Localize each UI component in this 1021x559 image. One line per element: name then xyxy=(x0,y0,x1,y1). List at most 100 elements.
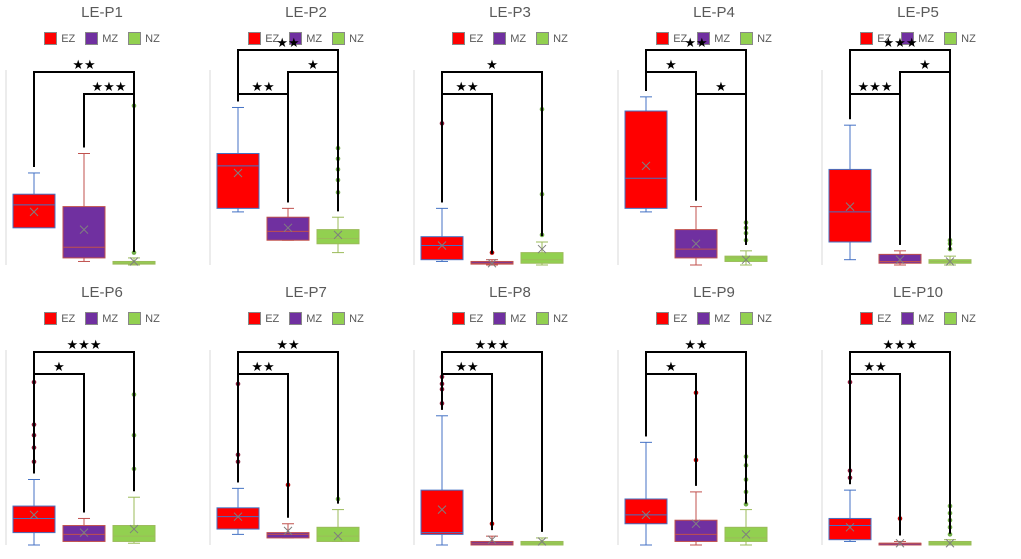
legend-label: EZ xyxy=(877,312,892,325)
significance-bracket xyxy=(237,351,339,504)
legend-swatch xyxy=(493,32,507,45)
mean-marker xyxy=(487,258,497,268)
legend-swatch xyxy=(944,312,958,325)
mean-marker xyxy=(437,505,447,514)
box-ez xyxy=(216,507,260,530)
significance-stars: ★★ xyxy=(455,80,478,95)
box-nz xyxy=(112,525,156,542)
box-plot: ★★★★ xyxy=(617,36,768,266)
legend-item: EZ xyxy=(44,32,75,45)
legend-item: MZ xyxy=(697,32,730,45)
mean-marker xyxy=(691,519,701,529)
box-plot: ★★★★ xyxy=(5,338,156,546)
legend-label: MZ xyxy=(510,312,527,325)
box-plot: ★★★ xyxy=(617,338,768,546)
legend-item: EZ xyxy=(860,32,891,45)
chart-legend: EZ MZ NZ xyxy=(0,312,204,325)
significance-bracket xyxy=(33,373,85,513)
mean-marker xyxy=(945,257,955,266)
box-ez xyxy=(828,168,872,243)
legend-label: NZ xyxy=(961,312,976,325)
legend-swatch xyxy=(452,312,466,325)
chart-title: LE-P1 xyxy=(81,4,123,21)
mean-marker xyxy=(641,510,651,520)
legend-item: EZ xyxy=(656,312,687,325)
significance-stars: ★★★ xyxy=(883,338,918,353)
mean-marker xyxy=(283,526,293,536)
legend-swatch xyxy=(44,312,58,325)
legend-label: EZ xyxy=(469,312,484,325)
legend-label: NZ xyxy=(553,312,568,325)
legend-item: EZ xyxy=(656,32,687,45)
mean-marker xyxy=(233,168,243,178)
mean-marker xyxy=(79,528,89,537)
significance-stars: ★★ xyxy=(684,338,707,353)
legend-label: NZ xyxy=(145,312,160,325)
chart-title: LE-P9 xyxy=(693,284,735,301)
legend-swatch xyxy=(740,312,754,325)
legend-label: EZ xyxy=(61,32,76,45)
chart-title: LE-P6 xyxy=(81,284,123,301)
mean-marker xyxy=(333,531,343,541)
chart-title: LE-P7 xyxy=(285,284,327,301)
significance-bracket xyxy=(695,93,747,245)
legend-item: MZ xyxy=(901,32,934,45)
legend-label: MZ xyxy=(102,312,119,325)
mean-marker xyxy=(333,230,343,240)
legend-label: NZ xyxy=(145,32,160,45)
legend-swatch xyxy=(128,312,142,325)
legend-item: MZ xyxy=(697,312,730,325)
legend-label: MZ xyxy=(306,312,323,325)
legend-item: NZ xyxy=(332,32,364,45)
legend-swatch xyxy=(740,32,754,45)
legend-item: MZ xyxy=(85,312,118,325)
box-ez xyxy=(828,517,872,541)
legend-swatch xyxy=(901,312,915,325)
legend-item: NZ xyxy=(944,32,976,45)
legend-item: EZ xyxy=(860,312,891,325)
significance-bracket xyxy=(849,49,951,251)
legend-label: NZ xyxy=(961,32,976,45)
legend-item: EZ xyxy=(44,312,75,325)
significance-stars: ★★ xyxy=(684,36,707,51)
mean-marker xyxy=(537,537,547,546)
mean-marker xyxy=(741,530,751,539)
legend-item: EZ xyxy=(452,312,483,325)
box-plot: ★★★★★ xyxy=(413,338,564,546)
significance-stars: ★★★ xyxy=(883,36,918,51)
significance-bracket xyxy=(441,93,493,254)
significance-stars: ★ xyxy=(53,360,65,375)
legend-label: MZ xyxy=(510,32,527,45)
box-nz xyxy=(316,526,360,542)
legend-item: NZ xyxy=(128,312,160,325)
mean-marker xyxy=(129,257,139,266)
box-plot: ★★★★★ xyxy=(821,338,972,548)
legend-swatch xyxy=(656,312,670,325)
box-mz xyxy=(266,532,310,539)
box-ez xyxy=(420,236,464,261)
chart-legend: EZ MZ NZ xyxy=(408,312,612,325)
legend-swatch xyxy=(656,32,670,45)
box-ez xyxy=(12,193,56,229)
mean-marker xyxy=(129,524,139,534)
legend-swatch xyxy=(248,32,262,45)
mean-marker xyxy=(283,223,293,233)
mean-marker xyxy=(437,241,447,250)
box-nz xyxy=(316,229,360,245)
mean-marker xyxy=(691,239,701,249)
significance-stars: ★ xyxy=(307,58,319,73)
legend-item: NZ xyxy=(536,312,568,325)
legend-swatch xyxy=(332,312,346,325)
legend-item: MZ xyxy=(493,312,526,325)
